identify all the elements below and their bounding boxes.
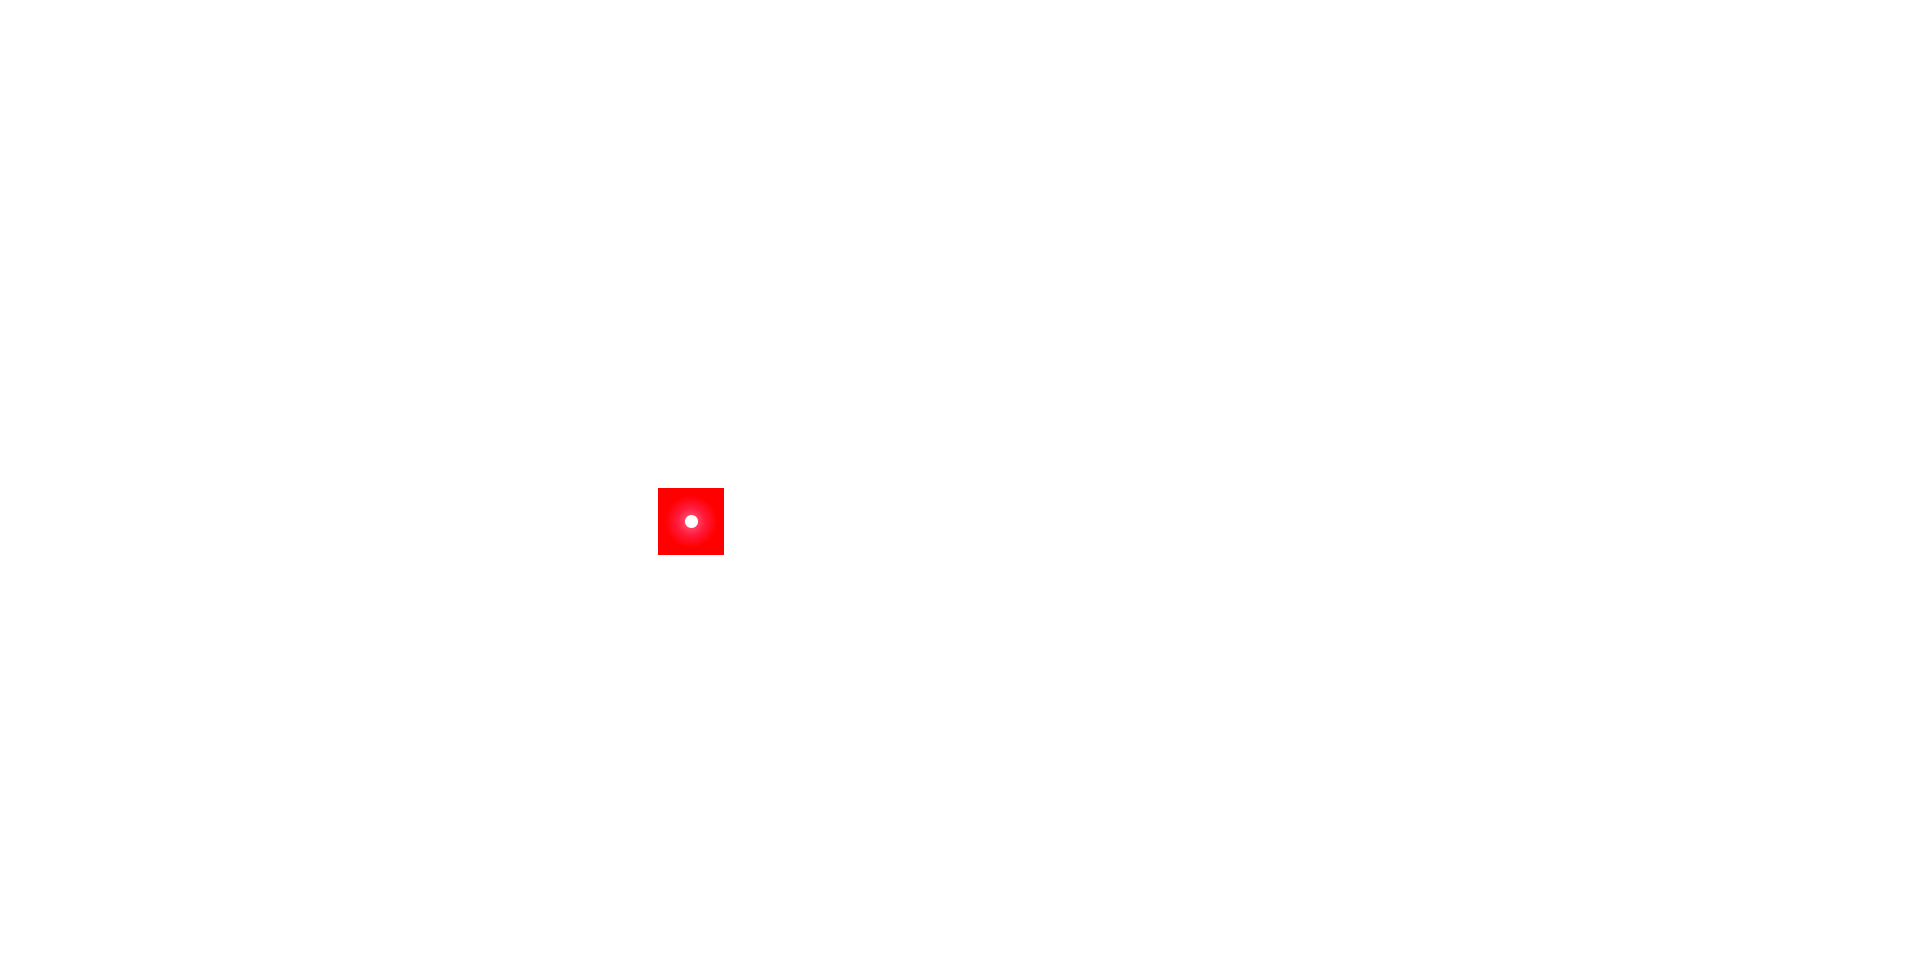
- click-target-marker[interactable]: [658, 488, 724, 555]
- marker-center-dot-icon: [684, 515, 698, 528]
